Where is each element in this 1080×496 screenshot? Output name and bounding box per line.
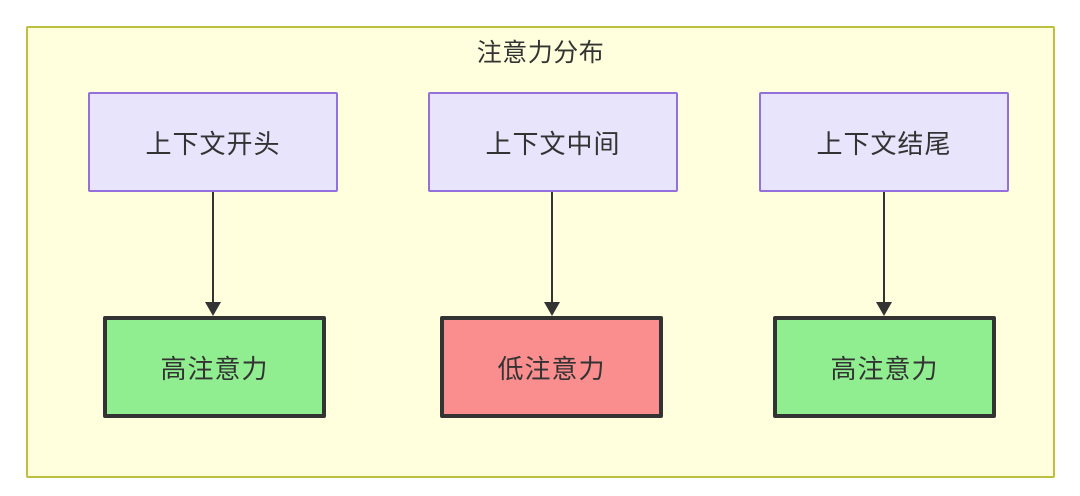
node-context-middle[interactable]: 上下文中间 xyxy=(428,92,678,192)
node-attention-start[interactable]: 高注意力 xyxy=(103,316,326,418)
node-context-start[interactable]: 上下文开头 xyxy=(88,92,338,192)
node-context-end-label: 上下文结尾 xyxy=(816,128,952,159)
node-attention-middle[interactable]: 低注意力 xyxy=(440,316,663,418)
node-attention-end[interactable]: 高注意力 xyxy=(773,316,996,418)
node-context-start-label: 上下文开头 xyxy=(145,128,281,159)
subgraph-title: 注意力分布 xyxy=(476,39,605,67)
node-context-middle-label: 上下文中间 xyxy=(485,128,621,159)
node-attention-end-label: 高注意力 xyxy=(830,353,939,384)
node-context-end[interactable]: 上下文结尾 xyxy=(759,92,1009,192)
node-attention-start-label: 高注意力 xyxy=(160,353,269,384)
node-attention-middle-label: 低注意力 xyxy=(497,353,606,384)
